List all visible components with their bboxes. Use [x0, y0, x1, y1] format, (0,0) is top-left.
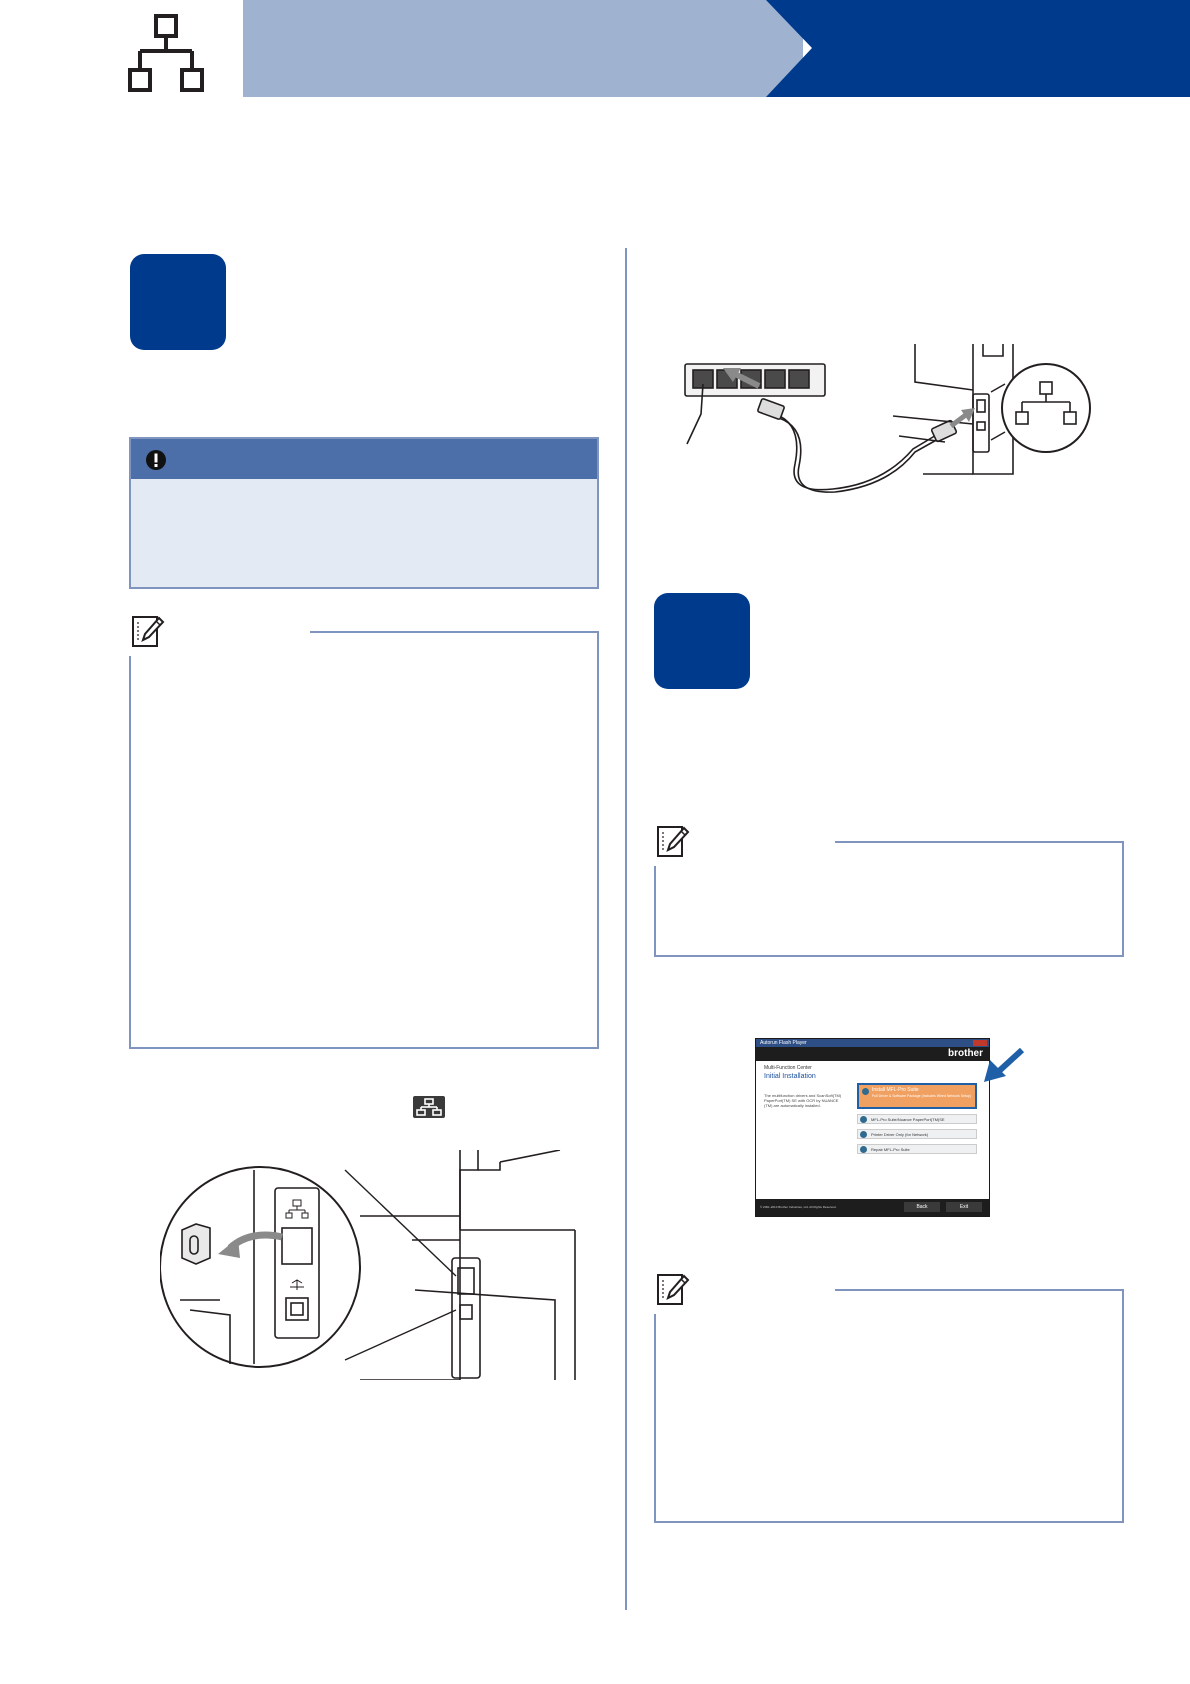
app-heading: Initial Installation: [764, 1073, 816, 1080]
install-mfl-pro-suite-button[interactable]: Install MFL-Pro Suite Full Driver & Soft…: [857, 1083, 977, 1109]
repair-mfl-pro-suite-button[interactable]: Repair MFL-Pro Suite: [857, 1144, 977, 1154]
brand-logo: brother: [948, 1048, 983, 1059]
app-description: The multifunction drivers and ScanSoft(T…: [764, 1093, 842, 1108]
app-subtitle: Multi-Function Center: [764, 1065, 812, 1071]
note-box: [654, 841, 1124, 957]
remove-lan-port-cover-illustration: [160, 1150, 576, 1380]
mfl-pro-suite-paperport-button[interactable]: MFL-Pro Suite/Nuance PaperPort(TM)SE: [857, 1114, 977, 1124]
lan-port-icon: [413, 1096, 445, 1118]
note-pencil-icon: [132, 616, 165, 647]
wired-network-icon: [128, 14, 204, 92]
back-button[interactable]: Back: [904, 1202, 940, 1212]
copyright-text: © 2001-2010 Brother Industries, Ltd. All…: [760, 1205, 837, 1209]
header-band-dark: [766, 0, 1190, 97]
connect-network-cable-illustration: [684, 344, 1091, 493]
window-close-button[interactable]: [973, 1040, 987, 1046]
note-pencil-icon: [657, 826, 690, 857]
install-icon: [860, 1116, 867, 1123]
column-divider: [625, 248, 627, 1610]
header-band-light: [243, 0, 803, 97]
pointer-arrow-icon: [984, 1048, 1024, 1082]
step-number-box: [130, 254, 226, 350]
step-number-box: [654, 593, 750, 689]
important-header-bar: [131, 439, 597, 479]
window-title: Autorun Flash Player: [760, 1040, 807, 1046]
install-icon: [860, 1131, 867, 1138]
exit-button[interactable]: Exit: [946, 1202, 982, 1212]
installer-window: Autorun Flash Player brother Multi-Funct…: [755, 1038, 990, 1217]
printer-driver-only-button[interactable]: Printer Driver Only (for Network): [857, 1129, 977, 1139]
note-box: [654, 1289, 1124, 1523]
install-icon: [860, 1146, 867, 1153]
exclamation-icon: [146, 450, 166, 470]
note-pencil-icon: [657, 1274, 690, 1305]
note-box: [129, 631, 599, 1049]
install-icon: [862, 1088, 869, 1095]
